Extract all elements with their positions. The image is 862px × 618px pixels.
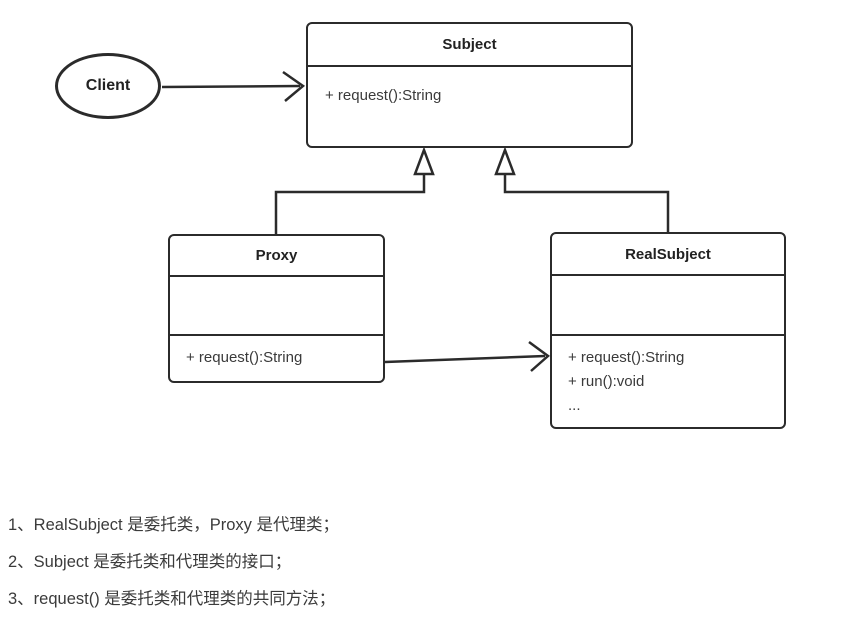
realsubject-class-box: RealSubject + request():String + run():v…: [550, 232, 786, 429]
realsubject-generalization-connector: [494, 146, 670, 232]
proxy-class-box: Proxy + request():String: [168, 234, 385, 383]
realsubject-class-title: RealSubject: [552, 234, 784, 276]
method-entry: + request():String: [325, 87, 442, 104]
note-line: 3、request() 是委托类和代理类的共同方法；: [8, 590, 336, 608]
method-entry: + request():String: [186, 349, 303, 366]
subject-class-box: Subject + request():String: [306, 22, 633, 148]
client-subject-arrow: [161, 70, 306, 102]
proxy-class-title: Proxy: [170, 236, 383, 277]
method-entry: + request():String: [568, 349, 685, 366]
open-arrowhead-icon: [282, 70, 306, 102]
proxy-attributes-compartment: [170, 277, 383, 336]
hollow-triangle-arrowhead-icon: [413, 146, 435, 176]
realsubject-methods-compartment: + request():String + run():void ...: [552, 336, 784, 427]
note-line: 1、RealSubject 是委托类，Proxy 是代理类；: [8, 516, 339, 534]
client-label: Client: [85, 77, 131, 94]
subject-class-title: Subject: [308, 24, 631, 67]
hollow-triangle-arrowhead-icon: [494, 146, 516, 176]
client-node: Client: [55, 53, 161, 119]
proxy-generalization-connector: [274, 146, 435, 234]
subject-methods-compartment: + request():String: [308, 67, 631, 146]
method-entry: ...: [568, 397, 581, 414]
proxy-methods-compartment: + request():String: [170, 336, 383, 381]
diagram-notes: 1、RealSubject 是委托类，Proxy 是代理类； 2、Subject…: [8, 507, 339, 618]
open-arrowhead-icon: [528, 340, 550, 372]
proxy-realsubject-arrow: [384, 340, 550, 372]
method-entry: + run():void: [568, 373, 645, 390]
note-line: 2、Subject 是委托类和代理类的接口；: [8, 553, 292, 571]
realsubject-attributes-compartment: [552, 276, 784, 336]
